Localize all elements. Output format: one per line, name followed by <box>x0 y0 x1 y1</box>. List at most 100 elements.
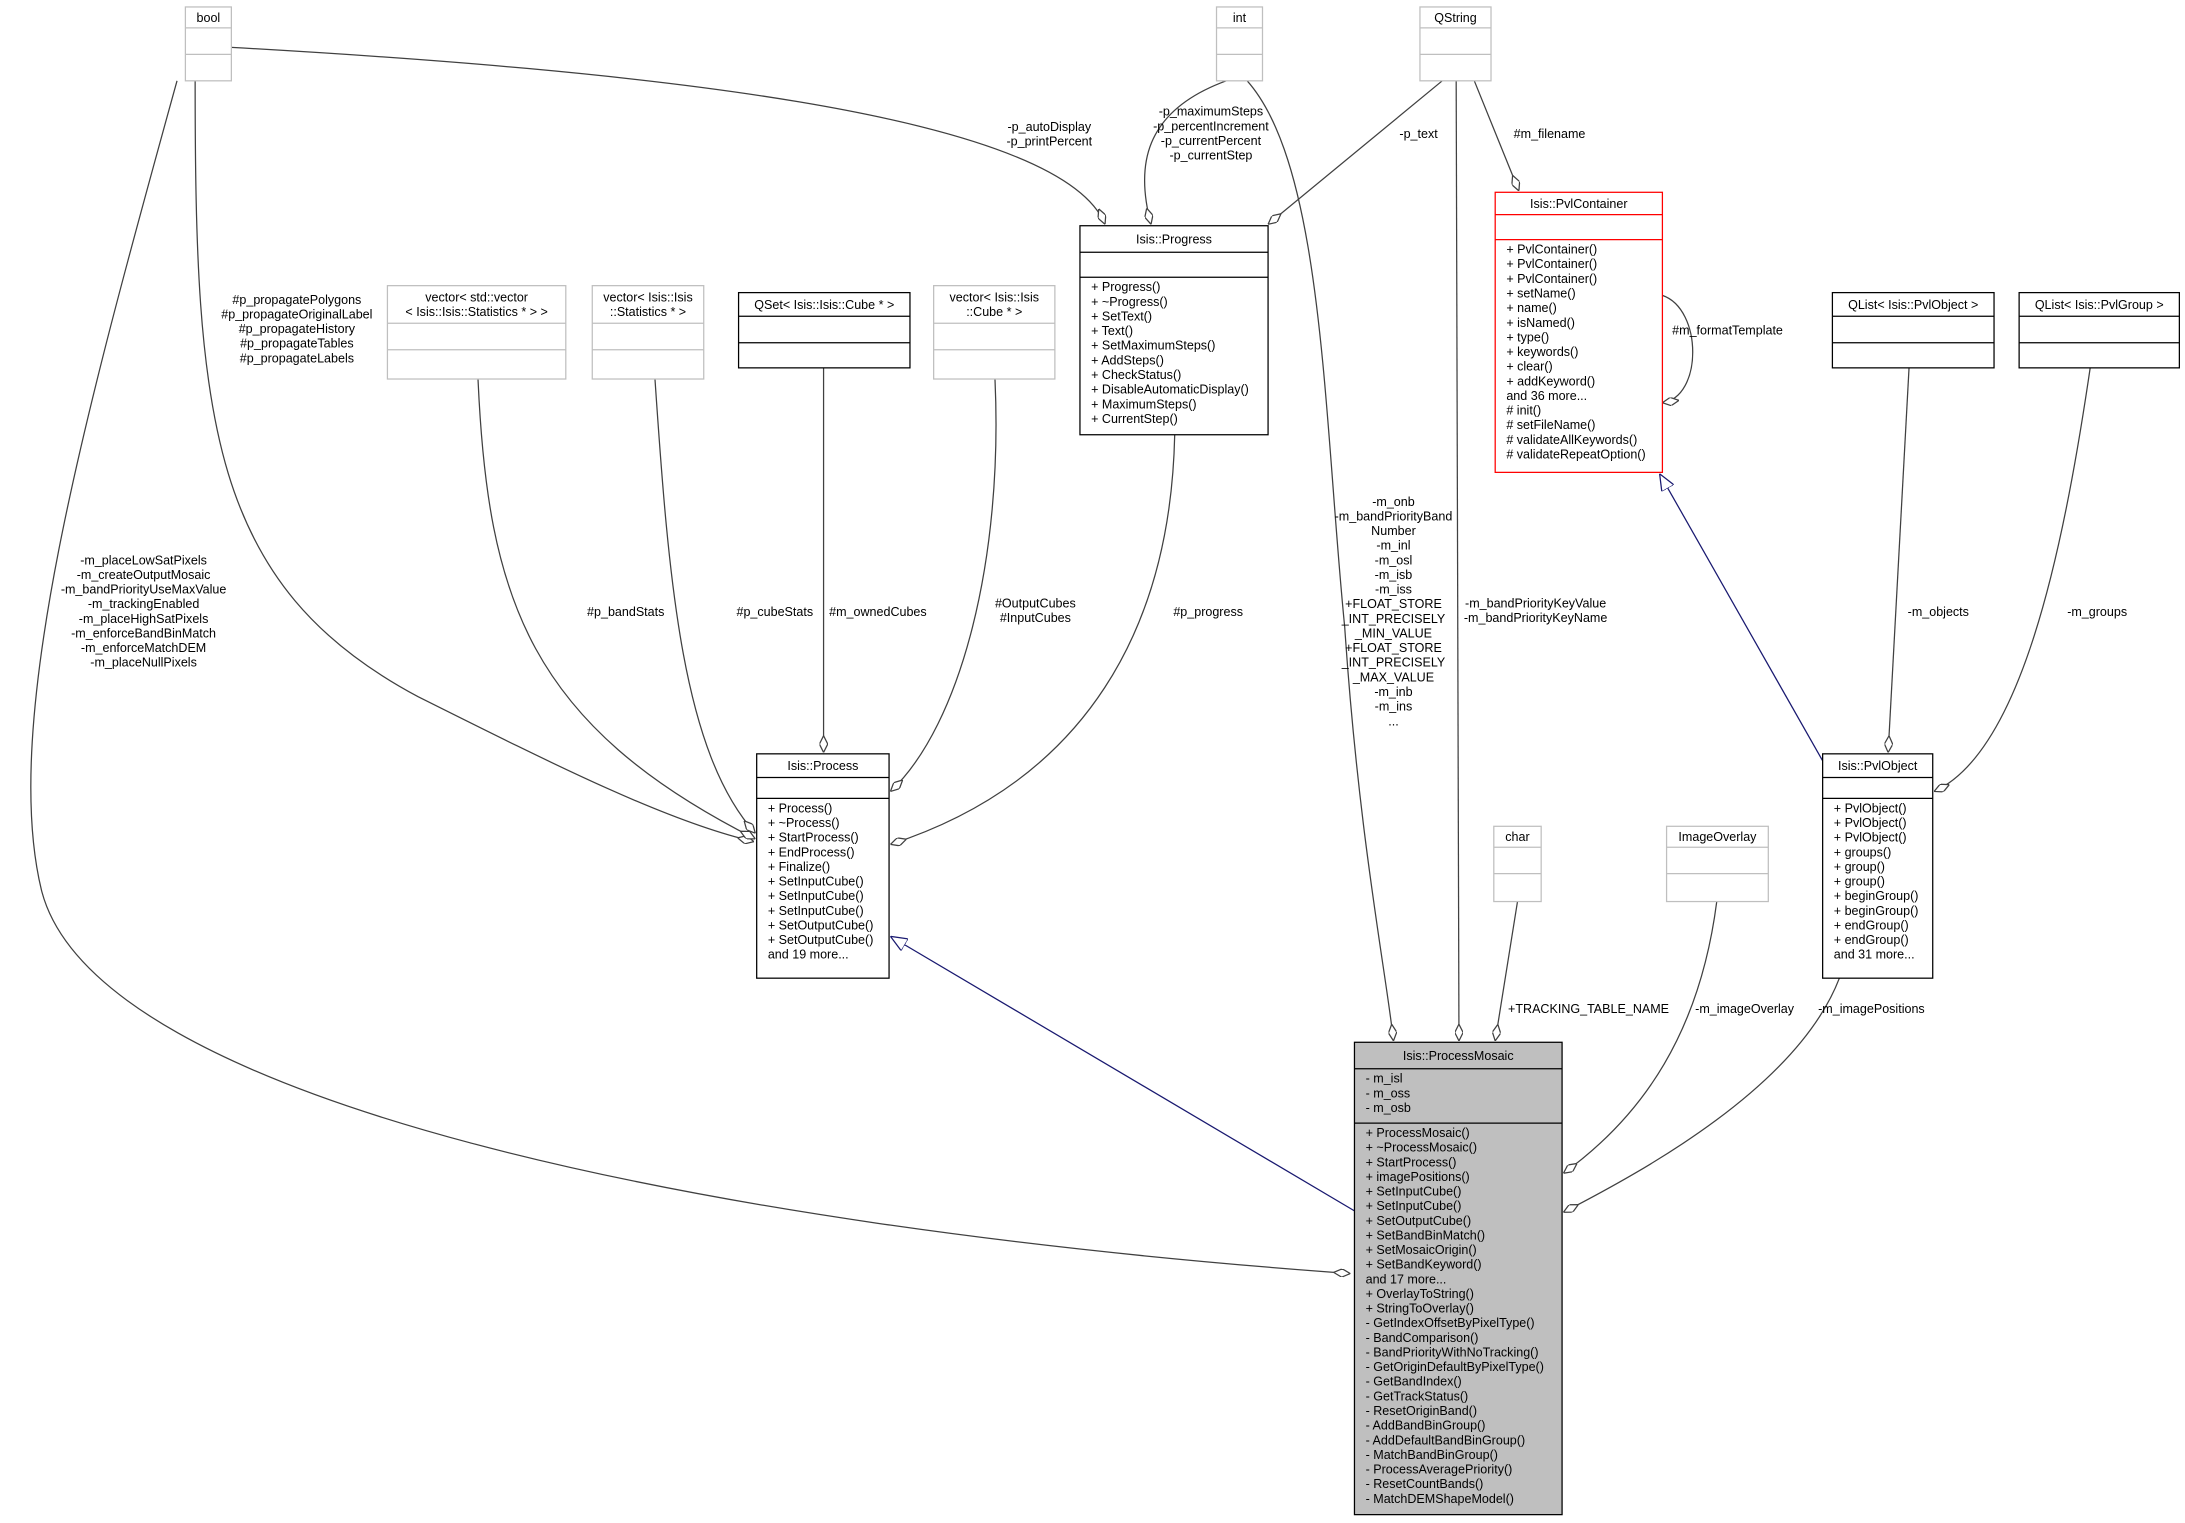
class-method: + AddSteps() <box>1091 353 1164 367</box>
class-name: Isis::PvlContainer <box>1530 197 1628 211</box>
edge-veccube-process <box>890 378 997 791</box>
class-box-veccube[interactable]: vector< Isis::Isis::Cube * > <box>933 285 1056 380</box>
class-method: + ~ProcessMosaic() <box>1366 1141 1477 1155</box>
edge-label-line: -m_bandPriorityKeyName <box>1464 611 1607 625</box>
edge-label-line: +FLOAT_STORE <box>1345 597 1442 611</box>
class-box-processmosaic[interactable]: Isis::ProcessMosaic- m_isl- m_oss- m_osb… <box>1353 1041 1563 1516</box>
class-box-border <box>1215 6 1264 82</box>
class-box-qlistobject[interactable]: QList< Isis::PvlObject > <box>1831 291 1995 369</box>
class-method: + endGroup() <box>1834 933 1909 947</box>
class-method: + DisableAutomaticDisplay() <box>1091 383 1249 397</box>
class-name: int <box>1233 11 1247 25</box>
class-method: + MaximumSteps() <box>1091 397 1197 411</box>
class-box-pvlcontainer[interactable]: Isis::PvlContainer+ PvlContainer()+ PvlC… <box>1494 191 1664 473</box>
class-method: + PvlContainer() <box>1506 257 1597 271</box>
class-method: and 36 more... <box>1506 389 1587 403</box>
class-method: # setFileName() <box>1506 418 1595 432</box>
class-box-qstring[interactable]: QString <box>1419 6 1492 82</box>
class-method: + name() <box>1506 301 1557 315</box>
edge-label-vecstats-process: #p_cubeStats <box>736 605 813 619</box>
class-method: + SetInputCube() <box>768 889 864 903</box>
edge-label-line: _INT_PRECISELY <box>1341 656 1446 670</box>
edge-char-processmosaic <box>1495 901 1519 1041</box>
class-method: + CurrentStep() <box>1091 412 1178 426</box>
edge-label-qstring-progress: -p_text <box>1399 127 1438 141</box>
edge-label-line: -p_currentPercent <box>1161 134 1262 148</box>
edge-label-line: #p_propagateTables <box>240 337 354 351</box>
edge-label-line: -m_enforceBandBinMatch <box>71 626 216 640</box>
class-box-vecvecstats[interactable]: vector< std::vector< Isis::Isis::Statist… <box>386 285 567 380</box>
edge-label-line: #p_propagateOriginalLabel <box>221 307 372 321</box>
class-method: + Finalize() <box>768 860 830 874</box>
class-method: and 17 more... <box>1366 1272 1447 1286</box>
class-method: - ProcessAveragePriority() <box>1366 1463 1513 1477</box>
edge-progress-process <box>890 434 1176 845</box>
class-box-border <box>1493 825 1542 903</box>
class-method: + clear() <box>1506 360 1552 374</box>
edge-label-line: -m_isb <box>1375 568 1413 582</box>
class-name: ::Statistics * > <box>610 305 686 319</box>
class-box-progress[interactable]: Isis::Progress+ Progress()+ ~Progress()+… <box>1079 225 1269 436</box>
class-box-qlistgroup[interactable]: QList< Isis::PvlGroup > <box>2018 291 2180 369</box>
class-method: + group() <box>1834 875 1885 889</box>
class-box-int[interactable]: int <box>1215 6 1264 82</box>
edge-qstring-pvlcontainer <box>1473 80 1519 191</box>
class-method: + isNamed() <box>1506 316 1575 330</box>
class-name: ::Cube * > <box>966 305 1022 319</box>
class-box-qsetcube[interactable]: QSet< Isis::Isis::Cube * > <box>737 291 911 369</box>
edge-label-pvlcontainer-self: #m_formatTemplate <box>1672 323 1783 337</box>
class-method: # validateRepeatOption() <box>1506 447 1645 461</box>
edge-label-line: -m_inl <box>1376 539 1410 553</box>
class-method: + Text() <box>1091 324 1133 338</box>
class-method: + group() <box>1834 860 1885 874</box>
class-method: + OverlayToString() <box>1366 1287 1474 1301</box>
class-method: + beginGroup() <box>1834 904 1919 918</box>
edge-label-line: -p_maximumSteps <box>1159 105 1263 119</box>
class-box-border <box>933 285 1056 380</box>
class-method: + SetInputCube() <box>768 875 864 889</box>
class-method: + SetMaximumSteps() <box>1091 339 1215 353</box>
class-box-bool[interactable]: bool <box>184 6 232 82</box>
edge-label-line: -p_printPercent <box>1006 135 1092 149</box>
edge-label-line: #m_formatTemplate <box>1672 323 1783 337</box>
class-method: + SetInputCube() <box>768 904 864 918</box>
edge-label-bool-process: #p_propagatePolygons#p_propagateOriginal… <box>221 293 372 366</box>
edge-label-line: -m_inb <box>1374 685 1412 699</box>
class-method: - MatchDEMShapeModel() <box>1366 1492 1514 1506</box>
class-method: + imagePositions() <box>1366 1170 1470 1184</box>
class-box-border <box>1353 1041 1563 1516</box>
class-box-char[interactable]: char <box>1493 825 1542 903</box>
class-name: Isis::ProcessMosaic <box>1403 1049 1514 1063</box>
class-method: + CheckStatus() <box>1091 368 1181 382</box>
edge-label-line: -m_imageOverlay <box>1695 1002 1795 1016</box>
class-method: + groups() <box>1834 845 1891 859</box>
edge-label-line: -m_groups <box>2067 605 2127 619</box>
class-box-imageoverlay[interactable]: ImageOverlay <box>1665 825 1769 903</box>
class-method: + ProcessMosaic() <box>1366 1126 1470 1140</box>
class-box-border <box>1494 191 1664 473</box>
edge-bool-progress <box>231 46 1105 224</box>
class-box-border <box>1079 225 1269 436</box>
edge-label-line: -m_enforceMatchDEM <box>81 641 206 655</box>
class-method: + StartProcess() <box>768 831 859 845</box>
class-method: + SetBandBinMatch() <box>1366 1228 1485 1242</box>
edge-vecvecstats-process <box>477 378 755 839</box>
edge-vecstats-process <box>654 378 755 833</box>
class-method: + Process() <box>768 801 832 815</box>
edge-label-line: -m_placeHighSatPixels <box>79 612 209 626</box>
class-name: Isis::Process <box>787 759 858 773</box>
class-box-pvlobject[interactable]: Isis::PvlObject+ PvlObject()+ PvlObject(… <box>1822 753 1934 979</box>
class-method: - ResetOriginBand() <box>1366 1404 1477 1418</box>
edge-label-line: _MIN_VALUE <box>1354 626 1432 640</box>
class-box-process[interactable]: Isis::Process+ Process()+ ~Process()+ St… <box>756 753 890 979</box>
class-method: + EndProcess() <box>768 845 855 859</box>
class-box-vecstats[interactable]: vector< Isis::Isis::Statistics * > <box>591 285 705 380</box>
class-box-border <box>1822 753 1934 979</box>
class-method: # validateAllKeywords() <box>1506 433 1637 447</box>
edge-label-char-processmosaic: +TRACKING_TABLE_NAME <box>1508 1002 1669 1016</box>
class-name: vector< std::vector <box>425 291 528 305</box>
edge-label-line: _MAX_VALUE <box>1352 670 1434 684</box>
edge-label-line: #p_propagateLabels <box>240 351 354 365</box>
class-method: - AddBandBinGroup() <box>1366 1419 1486 1433</box>
class-box-border <box>756 753 890 979</box>
